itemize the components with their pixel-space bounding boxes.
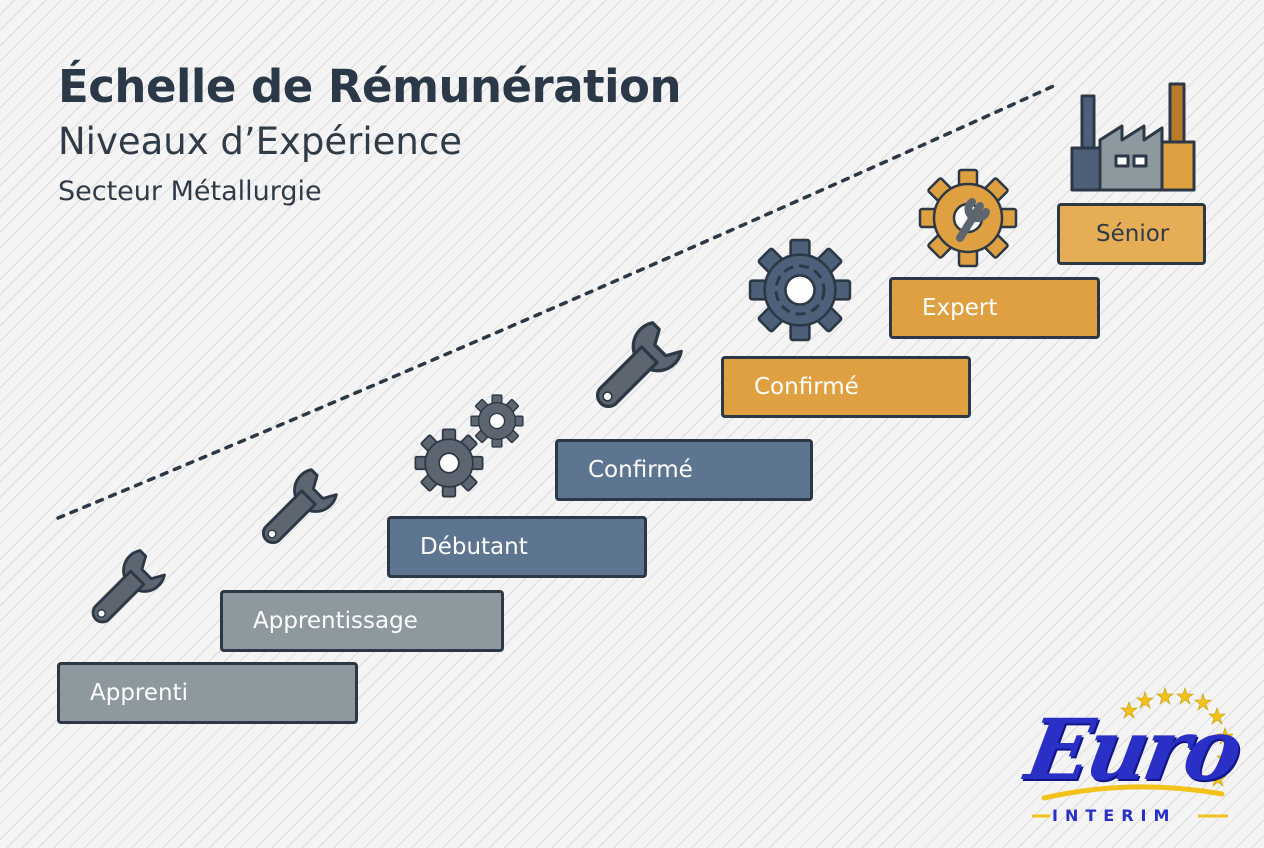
gear-icon [748, 238, 852, 342]
step-label: Expert [922, 295, 998, 321]
step-apprenti: Apprenti [57, 662, 358, 724]
step-label: Sénior [1096, 221, 1170, 247]
step-label: Apprentissage [253, 608, 418, 634]
wrench-icon [595, 321, 683, 409]
step-senior: Sénior [1057, 203, 1206, 265]
gear-wrench-icon [918, 168, 1018, 268]
gears-icon [414, 394, 524, 498]
page-title: Échelle de Rémunération [58, 60, 682, 113]
stars-icon [1032, 687, 1234, 818]
step-apprentissage: Apprentissage [220, 590, 504, 652]
page-subtitle: Niveaux d’Expérience [58, 120, 462, 163]
step-expert: Expert [889, 277, 1100, 339]
wrench-icon [261, 468, 338, 545]
sector-label: Secteur Métallurgie [58, 176, 322, 207]
euro-interim-logo: Euro INTERIM [1019, 680, 1246, 830]
step-confirme-1: Confirmé [555, 439, 813, 501]
wrench-icon [91, 549, 166, 624]
step-label: Confirmé [588, 457, 693, 483]
step-confirme-2: Confirmé [721, 356, 971, 418]
step-debutant: Débutant [387, 516, 647, 578]
logo-word: Euro [1019, 700, 1247, 799]
step-label: Apprenti [90, 680, 189, 706]
step-label: Débutant [420, 534, 528, 560]
factory-icon [1070, 82, 1196, 192]
step-label: Confirmé [754, 374, 859, 400]
logo-subtitle: INTERIM [1052, 806, 1177, 825]
